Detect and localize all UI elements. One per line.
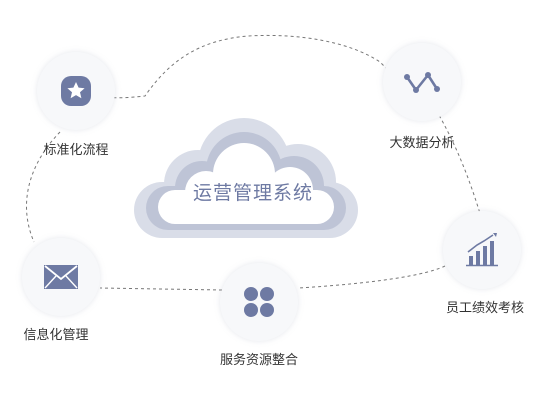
node-informatization[interactable] <box>22 238 100 316</box>
node-standard-process[interactable] <box>37 52 115 130</box>
node-big-data[interactable] <box>383 43 461 121</box>
cloud-shape <box>134 118 358 238</box>
line-chart-icon <box>404 72 440 93</box>
dashed-connector-bottom-right <box>297 265 446 289</box>
label-informatization: 信息化管理 <box>23 328 89 343</box>
bar-chart-icon <box>466 233 498 267</box>
label-standard-process: 标准化流程 <box>43 143 109 158</box>
mail-icon <box>44 265 78 289</box>
center-title: 运营管理系统 <box>192 182 314 204</box>
node-performance[interactable] <box>443 211 521 289</box>
dashed-connector-right <box>429 99 483 221</box>
dashed-connector-top <box>77 34 393 99</box>
dashed-connector-bottom-left <box>99 287 223 291</box>
grid-icon <box>244 287 274 317</box>
star-icon <box>61 76 91 106</box>
label-service: 服务资源整合 <box>219 353 299 368</box>
node-service[interactable] <box>220 263 298 341</box>
label-performance: 员工绩效考核 <box>445 301 525 316</box>
cloud-core-layer <box>158 143 334 224</box>
dashed-connector-left <box>26 131 61 243</box>
label-big-data: 大数据分析 <box>389 136 455 151</box>
